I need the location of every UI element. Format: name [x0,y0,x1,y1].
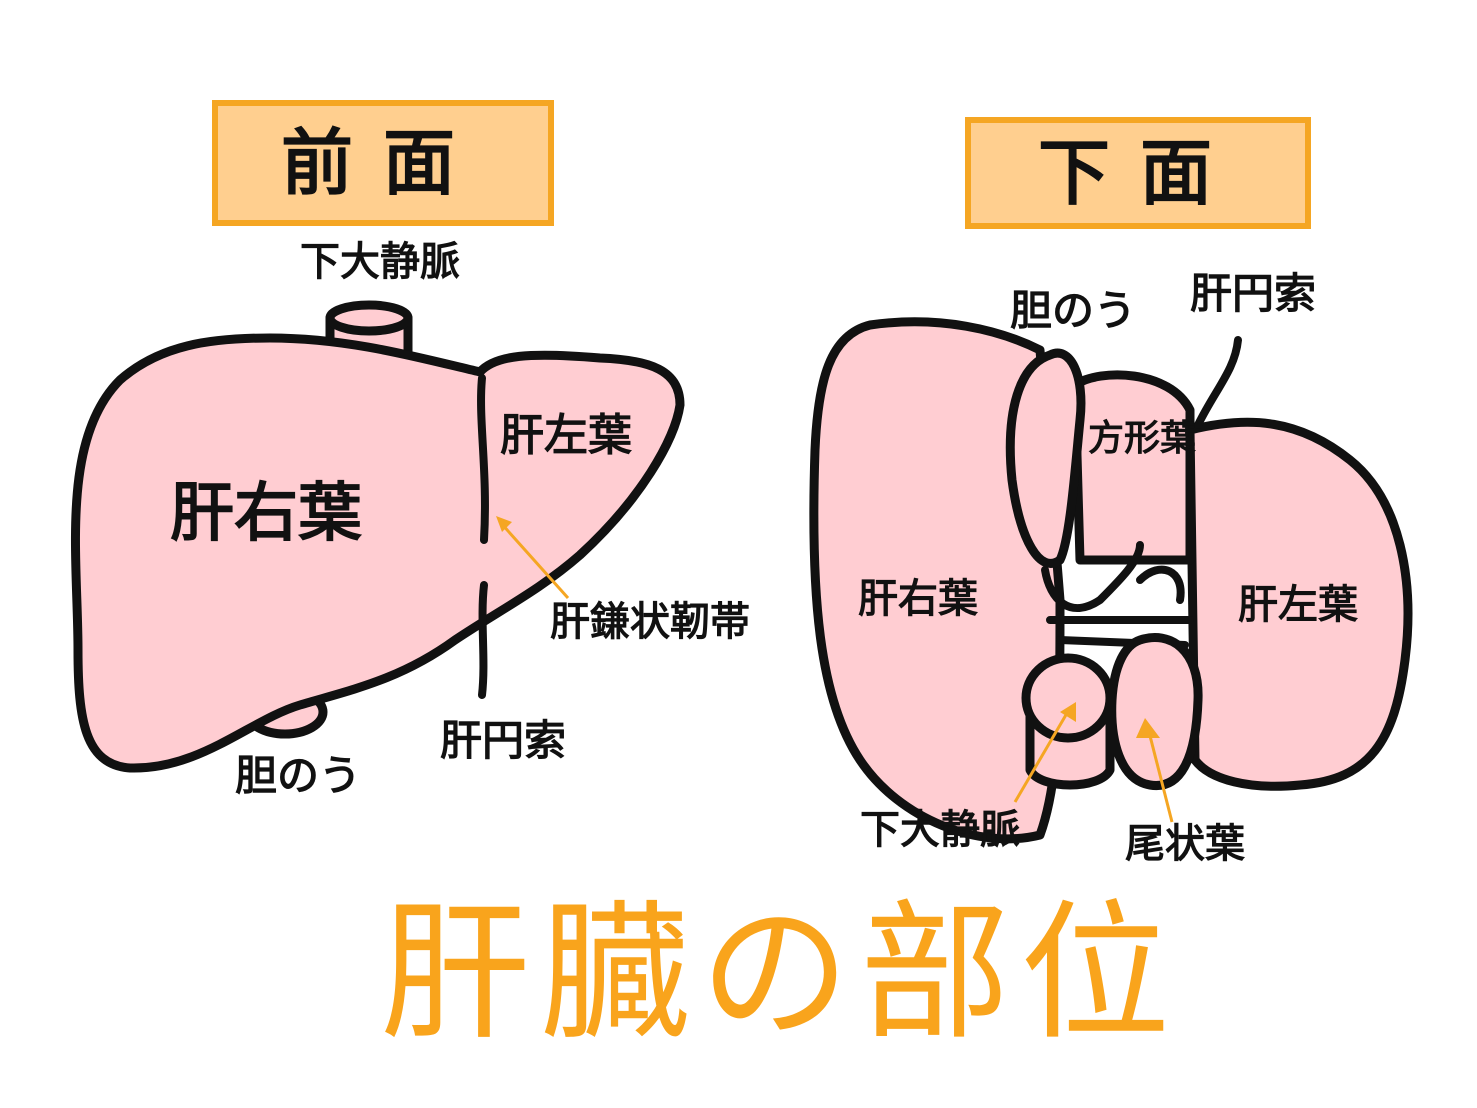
inferior-right-lobe-label: 肝右葉 [858,576,979,622]
front-round-lig-label: 肝円索 [440,716,566,765]
inferior-ivc-label: 下大静脈 [860,807,1020,853]
front-liver-outline [70,333,685,773]
inferior-header-text: 下面 [1038,131,1242,215]
inferior-round-lig-line [1194,336,1242,429]
front-right-lobe-label: 肝右葉 [170,477,363,551]
front-view: 下大静脈 肝右葉 肝左葉 肝鎌状靭帯 肝円索 胆のう [70,239,750,800]
caudate-arrowhead [1136,718,1160,738]
front-ivc-label: 下大静脈 [300,239,460,285]
caudate-arrow [1146,727,1174,823]
front-falciform-label: 肝鎌状靭帯 [550,599,750,645]
falciform-line [477,374,489,544]
inferior-gallbladder [1005,348,1086,568]
inferior-gallbladder-label: 胆のう [1010,286,1136,335]
inferior-ivc-arrowhead [1060,702,1076,722]
inferior-quadrate-lobe [1070,370,1195,565]
inferior-right-lobe [809,317,1065,844]
inferior-round-lig-label: 肝円索 [1190,269,1316,318]
inferior-caudate-lobe [1107,633,1203,791]
porta-hepatis-vessel-1 [1041,541,1144,612]
inferior-ivc [1021,653,1115,790]
front-header: 前面 [212,100,554,226]
inferior-quadrate-label: 方形葉 [1088,418,1197,459]
falciform-arrowhead [496,516,512,532]
diagram-title: 肝臓の部位 [380,887,1180,1061]
falciform-arrow [498,520,570,600]
front-left-lobe-label: 肝左葉 [500,410,633,461]
inferior-left-lobe [1185,417,1413,791]
inferior-caudate-label: 尾状葉 [1125,821,1246,867]
inferior-header: 下面 [965,117,1311,229]
inferior-view: 胆のう 肝円索 方形葉 肝右葉 肝左葉 下大静脈 尾状葉 [809,269,1413,867]
front-header-text: 前面 [281,121,485,205]
round-ligament-line [478,581,488,699]
inferior-left-lobe-label: 肝左葉 [1238,582,1359,628]
inferior-ivc-arrow [1013,707,1072,803]
front-gallbladder-label: 胆のう [235,751,361,800]
